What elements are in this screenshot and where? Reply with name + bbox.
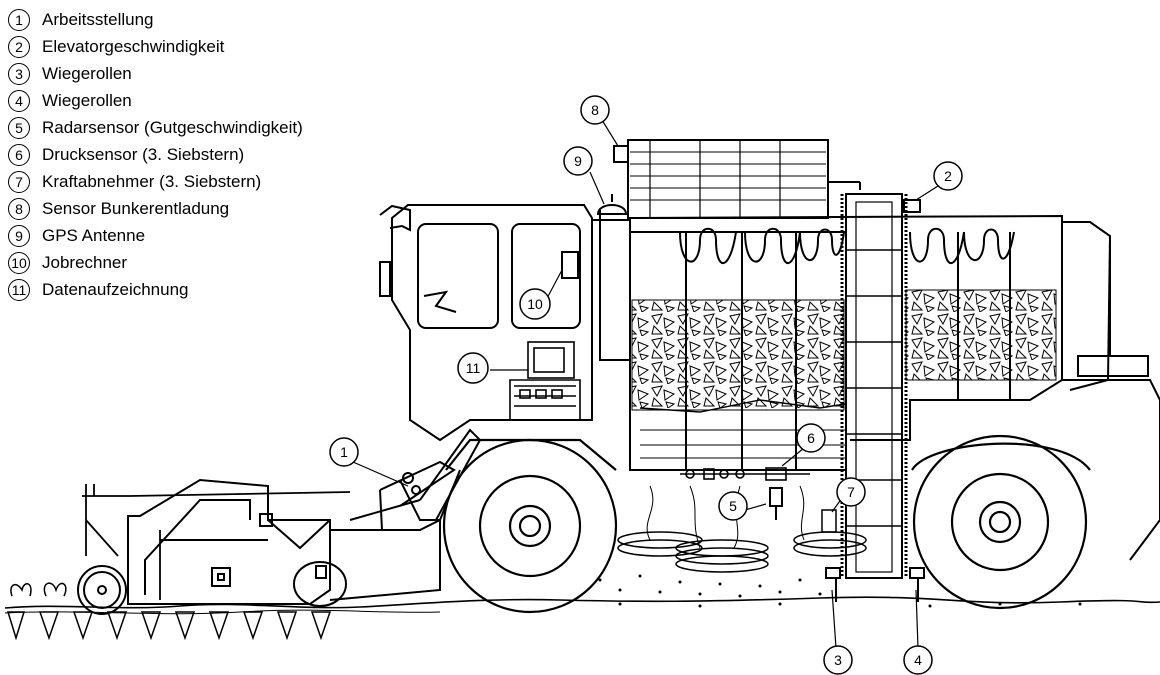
sieve-stars (617, 485, 867, 573)
svg-text:4: 4 (914, 652, 922, 668)
hydraulic-arm (349, 428, 482, 531)
bunker-cover-right (1062, 221, 1160, 561)
legend-label: Datenaufzeichnung (42, 279, 189, 299)
legend-label: Arbeitsstellung (42, 9, 154, 29)
front-wheel (77, 565, 127, 615)
legend-label: GPS Antenne (42, 225, 146, 245)
legend-number: 11 (8, 278, 30, 301)
beet-row (6, 582, 332, 641)
legend-label: Jobrechner (42, 252, 128, 272)
svg-text:7: 7 (847, 484, 855, 500)
callout-3: 3 (823, 645, 853, 675)
soil-scatter (598, 574, 1082, 608)
callout-5: 5 (718, 491, 748, 521)
gps-antenna-icon (596, 194, 628, 215)
svg-text:3: 3 (834, 652, 842, 668)
svg-text:2: 2 (944, 168, 952, 184)
legend-number: 3 (8, 62, 30, 85)
callout-10: 10 (519, 288, 551, 320)
svg-text:9: 9 (574, 153, 582, 169)
legend-item: 9 GPS Antenne (8, 222, 303, 249)
legend-item: 6 Drucksensor (3. Siebstern) (8, 141, 303, 168)
callout-8: 8 (580, 95, 610, 125)
legend-number: 8 (8, 197, 30, 220)
legend-label: Drucksensor (3. Siebstern) (42, 144, 245, 164)
legend-label: Wiegerollen (42, 90, 132, 110)
cabin (379, 204, 630, 442)
lifter-unit (127, 478, 441, 607)
legend-item: 3 Wiegerollen (8, 60, 303, 87)
legend-number: 4 (8, 89, 30, 112)
terminal-icon (509, 341, 581, 421)
legend-item: 1 Arbeitsstellung (8, 6, 303, 33)
callout-9: 9 (563, 146, 593, 176)
legend-label: Wiegerollen (42, 63, 132, 83)
legend-label: Radarsensor (Gutgeschwindigkeit) (42, 117, 303, 137)
legend-item: 4 Wiegerollen (8, 87, 303, 114)
legend-number: 1 (8, 8, 30, 31)
legend-item: 5 Radarsensor (Gutgeschwindigkeit) (8, 114, 303, 141)
callout-6: 6 (796, 423, 826, 453)
legend-item: 11 Datenaufzeichnung (8, 276, 303, 303)
svg-text:8: 8 (591, 102, 599, 118)
legend-item: 8 Sensor Bunkerentladung (8, 195, 303, 222)
legend-item: 2 Elevatorgeschwindigkeit (8, 33, 303, 60)
legend-number: 9 (8, 224, 30, 247)
legend-item: 7 Kraftabnehmer (3. Siebstern) (8, 168, 303, 195)
legend-number: 2 (8, 35, 30, 58)
rear-wheel (911, 434, 1091, 610)
legend-item: 10 Jobrechner (8, 249, 303, 276)
ground (4, 596, 1160, 615)
svg-text:1: 1 (340, 444, 348, 460)
legend: 1 Arbeitsstellung 2 Elevatorgeschwindigk… (8, 6, 303, 303)
svg-text:6: 6 (807, 430, 815, 446)
callout-2: 2 (933, 161, 963, 191)
callout-1: 1 (329, 437, 359, 467)
legend-number: 6 (8, 143, 30, 166)
legend-number: 7 (8, 170, 30, 193)
radar-sensor-icon (769, 487, 783, 520)
mid-wheel (442, 438, 618, 614)
leader-lines (352, 119, 939, 649)
topper-frame (82, 484, 351, 600)
pressure-sensor-bar (680, 467, 810, 481)
callout-4: 4 (903, 645, 933, 675)
legend-number: 5 (8, 116, 30, 139)
svg-text:11: 11 (466, 360, 481, 376)
callout-7: 7 (836, 477, 866, 507)
legend-label: Elevatorgeschwindigkeit (42, 36, 225, 56)
elevator (840, 193, 921, 579)
legend-number: 10 (8, 251, 30, 274)
beet-fill (631, 289, 1057, 411)
svg-text:10: 10 (527, 296, 543, 312)
legend-label: Kraftabnehmer (3. Siebstern) (42, 171, 262, 191)
callout-11: 11 (457, 352, 489, 384)
weigh-rollers (825, 567, 925, 602)
svg-text:5: 5 (729, 498, 737, 514)
legend-label: Sensor Bunkerentladung (42, 198, 230, 218)
